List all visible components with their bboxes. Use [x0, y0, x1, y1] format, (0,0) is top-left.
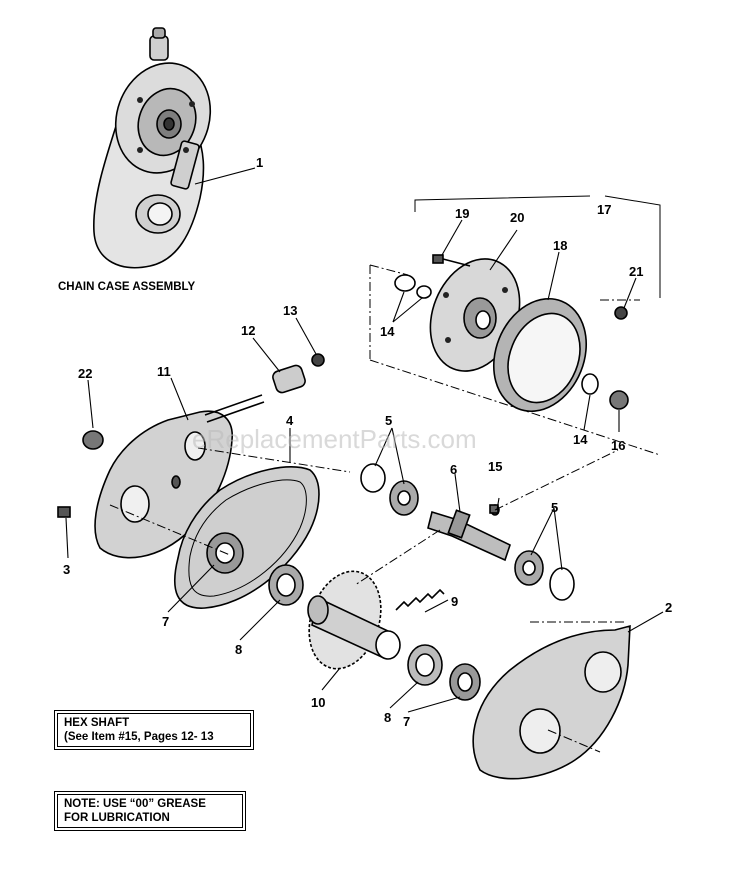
hardware-group-17 [394, 254, 629, 410]
kit-17-outline [369, 195, 661, 456]
cover-part-2 [472, 621, 631, 780]
callout-8-left: 8 [235, 642, 242, 657]
hex-shaft-note: HEX SHAFT (See Item #15, Pages 12- 13 [54, 710, 254, 750]
gasket-part-4 [174, 466, 320, 609]
grease-note-line-1: NOTE: USE “00” GREASE [64, 798, 206, 810]
sprocket-part-18 [492, 297, 588, 413]
callout-6: 6 [450, 462, 457, 477]
grease-note-line-2: FOR LUBRICATION [64, 812, 170, 824]
callout-16: 16 [611, 438, 625, 453]
callout-21: 21 [629, 264, 643, 279]
leader-lines [65, 167, 664, 713]
chain-case-assembly-drawing [93, 27, 212, 269]
shaft-assembly [360, 463, 575, 601]
callout-14-upper: 14 [380, 324, 395, 339]
callout-5-lower: 5 [551, 500, 558, 515]
callout-2: 2 [665, 600, 672, 615]
assembly-lines [109, 447, 619, 753]
chain-case-assembly-caption: CHAIN CASE ASSEMBLY [58, 281, 195, 293]
callout-7-left: 7 [162, 614, 169, 629]
callout-1: 1 [256, 155, 263, 170]
callout-7-right: 7 [403, 714, 410, 729]
watermark-text: eReplacementParts.com [192, 424, 477, 454]
callout-3: 3 [63, 562, 70, 577]
callout-8-right: 8 [384, 710, 391, 725]
callout-13: 13 [283, 303, 297, 318]
callout-18: 18 [553, 238, 567, 253]
callout-19: 19 [455, 206, 469, 221]
grease-note: NOTE: USE “00” GREASE FOR LUBRICATION [54, 791, 246, 831]
callout-15: 15 [488, 459, 502, 474]
callout-17: 17 [597, 202, 611, 217]
callout-14-lower: 14 [573, 432, 588, 447]
callout-9: 9 [451, 594, 458, 609]
seals-and-bearings [57, 353, 499, 701]
sprocket-part-10 [307, 570, 445, 670]
callout-4: 4 [286, 413, 294, 428]
callout-20: 20 [510, 210, 524, 225]
callout-12: 12 [241, 323, 255, 338]
hex-shaft-note-line-2: (See Item #15, Pages 12- 13 [64, 731, 214, 743]
hex-shaft-note-line-1: HEX SHAFT [64, 717, 130, 729]
callout-22: 22 [78, 366, 92, 381]
callout-numbers: 1 2 3 4 5 5 6 7 7 8 8 9 10 11 12 13 14 1… [63, 155, 672, 729]
callout-10: 10 [311, 695, 325, 710]
callout-5-upper: 5 [385, 413, 392, 428]
callout-11: 11 [157, 364, 171, 379]
